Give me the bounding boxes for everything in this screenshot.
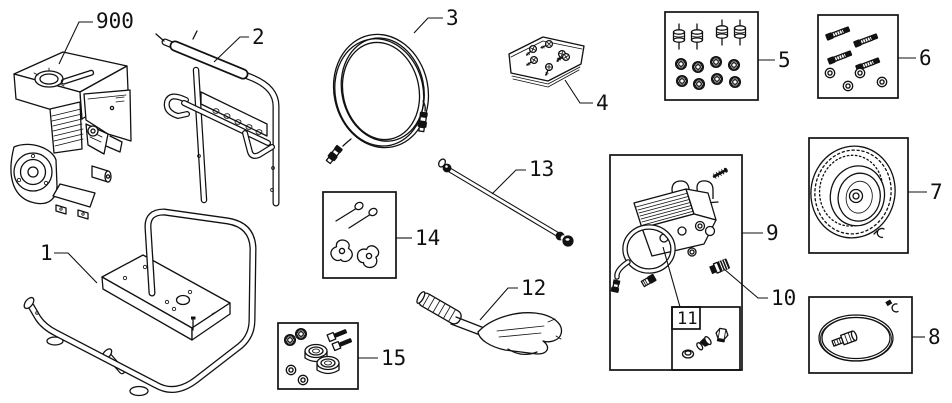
part-handle-frame-drawing: [155, 30, 280, 207]
seal-stack: [696, 336, 712, 351]
leader-3: [413, 17, 443, 34]
callout-pump: 9: [766, 221, 779, 245]
leader-900: [58, 21, 93, 65]
retainer-clip-icon: [873, 227, 885, 239]
seal-kit-leader-line: [662, 246, 681, 308]
callout-box-11: [671, 306, 701, 330]
leader-12: [479, 287, 518, 321]
callout-handle-frame: 2: [252, 25, 265, 49]
callout-wheel: 7: [930, 180, 943, 204]
callout-mount-kit: 5: [778, 48, 791, 72]
part-oring-kit-drawing: [808, 296, 913, 374]
part-engine-drawing: [10, 51, 132, 220]
part-spray-gun-drawing: [416, 291, 563, 356]
callout-cart-frame: 1: [40, 241, 53, 265]
clamp-icon: [891, 303, 899, 313]
callout-outlet-fitting: 10: [771, 286, 796, 310]
part-spray-wand-drawing: [438, 158, 574, 247]
kit-box-6: [817, 14, 899, 99]
pump-hose-fitting: [610, 279, 621, 293]
callout-knob-kit: 14: [415, 226, 440, 250]
kit-box-14: [322, 191, 397, 279]
part-knob-kit-drawing: [322, 191, 397, 279]
bushing: [316, 355, 340, 375]
part-wheel-drawing: [808, 137, 909, 254]
part-vibration-mount-kit-drawing: [664, 11, 759, 101]
tri-knob: [356, 245, 380, 269]
kit-box-7: [808, 137, 909, 254]
leader-2: [213, 36, 249, 63]
callout-engine: 900: [96, 9, 134, 33]
callout-bolt-kit: 6: [919, 46, 932, 70]
kit-box-5: [664, 11, 759, 101]
leader-13: [491, 169, 526, 195]
callout-spray-wand: 13: [529, 157, 554, 181]
kit-box-15: [277, 322, 359, 390]
part-bolt-washer-kit-drawing: [817, 14, 899, 99]
hose-fitting-left: [325, 144, 343, 165]
callout-fastener-bag: 4: [596, 91, 609, 115]
part-hose-drawing: [325, 33, 430, 165]
kit-box-8: [808, 296, 913, 374]
callout-seal-kit: 11: [677, 309, 697, 329]
oring-fitting: [831, 330, 858, 347]
leader-10: [723, 268, 768, 299]
tri-knob: [330, 239, 353, 263]
callout-wheel-hardware: 15: [381, 346, 406, 370]
part-cart-frame-drawing: [23, 208, 257, 397]
part-fastener-bag-drawing: [508, 36, 585, 88]
leader-4: [564, 79, 593, 104]
kit-box-11: [671, 306, 741, 371]
callouts: 900 1 2 3 4 5 6 7 8 9 10 11 12 13 14 15: [40, 6, 943, 370]
pump-plug: [640, 273, 657, 288]
pump-screw: [712, 167, 728, 179]
callout-oring-kit: 8: [928, 325, 941, 349]
callout-hose: 3: [446, 6, 459, 30]
part-wheel-hardware-kit-drawing: [277, 322, 359, 390]
part-pump-assembly-drawing: [609, 154, 743, 371]
seal-kit-nut: [715, 327, 729, 343]
leader-1: [54, 252, 98, 284]
outlet-fitting: [709, 258, 730, 275]
callout-spray-gun: 12: [521, 276, 546, 300]
hose-fitting-right: [417, 111, 428, 133]
